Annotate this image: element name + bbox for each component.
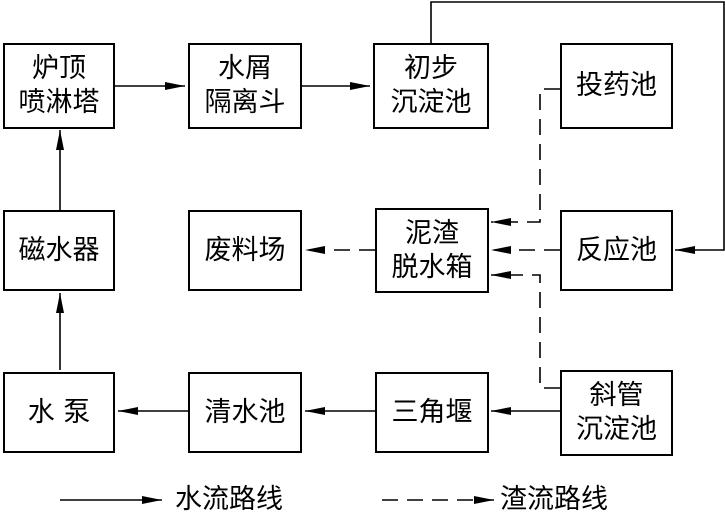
pump-box: 水 泵 — [3, 372, 115, 453]
dashed-arrow-inclined-tube-to-sludge-box — [491, 271, 560, 389]
spray-tower-box: 炉顶 喷淋塔 — [3, 43, 115, 129]
scale-separator-label-line-2: 隔离斗 — [204, 87, 286, 118]
primary-settling-box: 初步 沉淀池 — [373, 43, 489, 129]
primary-settling-label-line-2: 沉淀池 — [390, 87, 472, 118]
sludge-box-box: 泥渣 脱水箱 — [375, 208, 489, 293]
pump-label: 水 泵 — [27, 396, 91, 428]
dosing-tank-label: 投药池 — [576, 70, 657, 101]
magnetizer-box: 磁水器 — [3, 210, 115, 291]
reaction-tank-box: 反应池 — [560, 210, 673, 291]
spray-tower-label-line-1: 炉顶 — [32, 53, 86, 84]
triangular-weir-label: 三角堰 — [391, 396, 473, 428]
dosing-tank-box: 投药池 — [560, 43, 673, 129]
inclined-tube-settling-label-line-2: 沉淀池 — [576, 414, 657, 445]
primary-settling-label-line-1: 初步 — [404, 53, 458, 84]
triangular-weir-box: 三角堰 — [375, 372, 489, 453]
sludge-box-label-line-1: 泥渣 — [405, 217, 459, 249]
clear-water-tank-label: 清水池 — [204, 396, 286, 428]
scale-separator-box: 水屑 隔离斗 — [188, 43, 302, 129]
legend-sludge-flow-label: 渣流路线 — [500, 484, 608, 515]
arrow-primary-settling-to-reaction-tank — [430, 1, 725, 254]
waste-yard-box: 废料场 — [188, 210, 302, 291]
magnetizer-label: 磁水器 — [18, 234, 100, 266]
scale-separator-label-line-1: 水屑 — [218, 53, 272, 84]
sludge-box-label-line-2: 脱水箱 — [391, 251, 473, 283]
reaction-tank-label: 反应池 — [576, 234, 657, 266]
waste-yard-label: 废料场 — [204, 234, 286, 266]
spray-tower-label-line-2: 喷淋塔 — [18, 87, 100, 118]
inclined-tube-settling-box: 斜管 沉淀池 — [560, 370, 673, 456]
inclined-tube-settling-label-line-1: 斜管 — [589, 380, 644, 411]
legend-water-flow-label: 水流路线 — [175, 484, 283, 515]
dashed-arrow-dosing-tank-to-sludge-box — [491, 88, 560, 226]
clear-water-tank-box: 清水池 — [188, 372, 302, 453]
